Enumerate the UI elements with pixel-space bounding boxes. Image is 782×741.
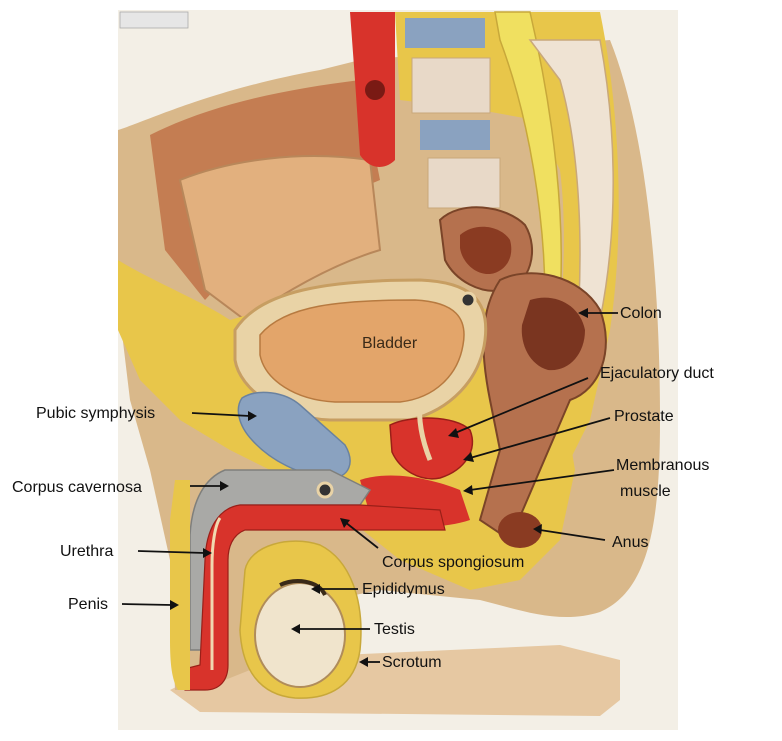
- label-epididymus: Epididymus: [362, 581, 445, 598]
- vertebra-1: [405, 18, 485, 48]
- label-bladder: Bladder: [362, 335, 418, 352]
- label-corpus-cavernosa: Corpus cavernosa: [12, 479, 142, 496]
- duct-opening: [318, 483, 332, 497]
- vessel-lumen: [365, 80, 385, 100]
- photo-tag: [120, 12, 188, 28]
- label-ejaculatory-duct: Ejaculatory duct: [600, 365, 714, 382]
- label-pubic-symphysis: Pubic symphysis: [36, 405, 155, 422]
- vertebra-3: [420, 120, 490, 150]
- label-membranous-muscle-line2: muscle: [620, 483, 671, 500]
- label-testis: Testis: [374, 621, 415, 638]
- label-urethra: Urethra: [60, 543, 113, 560]
- penis-skin: [170, 480, 190, 690]
- label-penis: Penis: [68, 596, 108, 613]
- ureter-opening: [461, 293, 475, 307]
- vertebra-4: [428, 158, 500, 208]
- label-colon: Colon: [620, 305, 662, 322]
- label-membranous-muscle-line1: Membranous: [616, 457, 709, 474]
- label-anus: Anus: [612, 534, 648, 551]
- label-prostate: Prostate: [614, 408, 674, 425]
- testis-body: [255, 583, 345, 687]
- vertebra-2: [412, 58, 490, 113]
- label-corpus-spongiosum: Corpus spongiosum: [382, 554, 524, 571]
- leader-penis: [122, 604, 172, 605]
- label-scrotum: Scrotum: [382, 654, 442, 671]
